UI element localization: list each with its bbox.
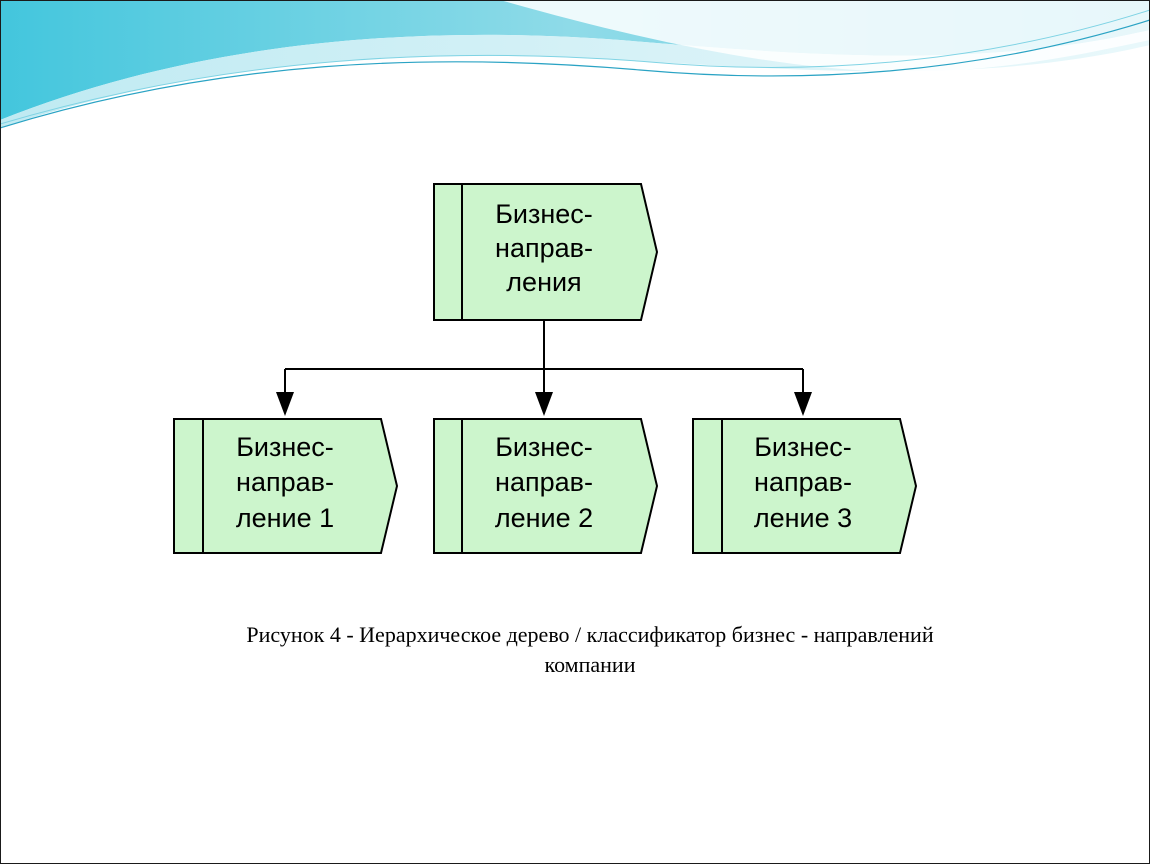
child-node-3-shape [692,418,918,554]
header-wave-decoration [0,0,1150,129]
child-node-3-label-line-3: ление 3 [754,503,852,533]
child-node-2-label-line-3: ление 2 [495,503,593,533]
arrow-down-icon [276,392,294,416]
child-node-3: Бизнес- направ- ление 3 [692,418,918,554]
root-node-label-line-3: ления [506,267,581,297]
root-node-label-line-2: направ- [495,233,593,263]
root-node-shape [433,183,659,321]
arrow-down-icon [794,392,812,416]
arrowheads [276,392,812,416]
figure-caption-line-2: компании [544,652,636,677]
figure-caption: Рисунок 4 - Иерархическое дерево / класс… [150,620,1030,680]
hierarchy-diagram: Бизнес- направ- ления Бизнес- направ- ле… [160,168,928,570]
child-node-1-label-line-2: направ- [236,467,334,497]
child-node-2-label-line-1: Бизнес- [495,432,593,462]
figure-caption-line-1: Рисунок 4 - Иерархическое дерево / класс… [246,622,934,647]
child-node-2: Бизнес- направ- ление 2 [433,418,659,554]
arrow-down-icon [535,392,553,416]
child-node-1-label-line-3: ление 1 [236,503,334,533]
child-node-1: Бизнес- направ- ление 1 [173,418,399,554]
root-node-label-line-1: Бизнес- [495,199,593,229]
child-node-2-label-line-2: направ- [495,467,593,497]
child-node-2-shape [433,418,659,554]
root-node: Бизнес- направ- ления [433,183,659,321]
child-node-1-shape [173,418,399,554]
connectors [284,320,804,396]
child-node-3-label-line-1: Бизнес- [754,432,852,462]
child-node-3-label-line-2: направ- [754,467,852,497]
child-node-1-label-line-1: Бизнес- [236,432,334,462]
